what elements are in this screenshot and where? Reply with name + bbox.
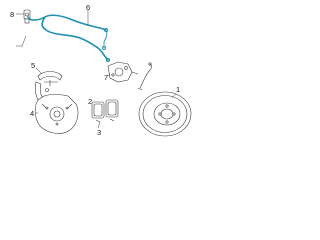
callout-7: 7 <box>104 73 108 82</box>
callout-8: 8 <box>10 10 14 19</box>
brake-pads <box>91 99 119 123</box>
leader-lines <box>16 10 177 129</box>
callout-5: 5 <box>31 61 35 70</box>
brake-hose-highlighted <box>27 14 111 63</box>
callout-6: 6 <box>86 3 90 12</box>
diagram-canvas: 8 6 7 5 4 3 2 1 <box>10 3 192 137</box>
callout-4: 4 <box>30 109 34 118</box>
brake-rotor <box>138 91 192 137</box>
brake-line-bracket <box>137 62 152 91</box>
brake-diagram: 8 6 7 5 4 3 2 1 <box>0 0 200 147</box>
callout-1: 1 <box>176 85 180 94</box>
callout-2: 2 <box>88 97 92 106</box>
brake-shoes <box>34 71 63 105</box>
callout-3: 3 <box>97 128 101 137</box>
backing-plate <box>34 94 79 134</box>
sensor-fitting <box>23 9 31 24</box>
caliper-assembly <box>107 61 139 83</box>
